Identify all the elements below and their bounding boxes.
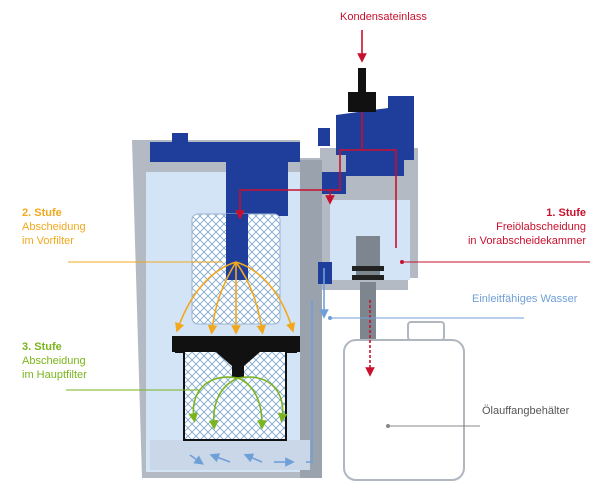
oil-container xyxy=(343,321,465,481)
stage1-label: 1. Stufe Freiölabscheidung in Vorabschei… xyxy=(468,206,586,248)
stage2-title: 2. Stufe xyxy=(22,207,62,219)
stage3-label: 3. Stufe Abscheidung im Hauptfilter xyxy=(22,340,87,382)
stage2-label: 2. Stufe Abscheidung im Vorfilter xyxy=(22,206,86,248)
yellow-flow xyxy=(175,261,296,335)
leader-lines xyxy=(66,260,590,428)
stage1-line1: Freiölabscheidung xyxy=(496,221,586,233)
blue-flow xyxy=(189,268,329,467)
stage2-line1: Abscheidung xyxy=(22,221,86,233)
separation-chamber xyxy=(318,236,384,342)
stage1-line2: in Vorabscheidekammer xyxy=(467,235,586,247)
stage1-title: 1. Stufe xyxy=(546,207,586,219)
red-flow xyxy=(235,30,397,377)
inlet-fitting xyxy=(348,68,376,112)
inlet-label: Kondensateinlass xyxy=(340,11,427,23)
stage3-line1: Abscheidung xyxy=(22,355,86,367)
stage2-line2: im Vorfilter xyxy=(22,235,74,247)
container-label: Ölauffangbehälter xyxy=(482,405,570,417)
green-flow xyxy=(188,376,288,430)
stage3-title: 3. Stufe xyxy=(22,341,62,353)
main-filter xyxy=(172,336,300,441)
water-label: Einleitfähiges Wasser xyxy=(472,293,578,305)
stage3-line2: im Hauptfilter xyxy=(22,369,87,381)
